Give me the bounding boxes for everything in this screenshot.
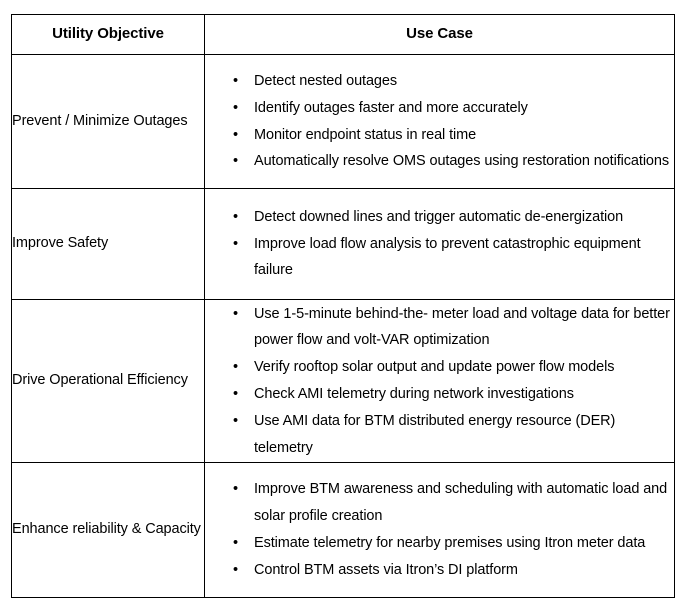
use-case-item: • Detect downed lines and trigger automat…	[205, 204, 674, 231]
objective-cell: Enhance reliability & Capacity	[11, 462, 205, 598]
bullet-icon: •	[233, 153, 238, 170]
bullet-icon: •	[233, 99, 238, 116]
use-case-item: • Use AMI data for BTM distributed energy…	[205, 408, 674, 462]
use-case-text: Improve load flow analysis to prevent ca…	[254, 235, 641, 279]
use-case-item: • Improve BTM awareness and scheduling wi…	[205, 476, 674, 530]
objective-label: Improve Safety	[12, 235, 109, 252]
use-case-text: Use AMI data for BTM distributed energy …	[254, 412, 616, 456]
use-case-item: • Automatically resolve OMS outages using…	[205, 148, 674, 175]
use-case-item: • Check AMI telemetry during network inve…	[205, 381, 674, 408]
use-case-item: • Identify outages faster and more accura…	[205, 95, 674, 122]
table-row: Enhance reliability & Capacity • Improve B…	[11, 462, 675, 598]
objective-label: Enhance reliability & Capacity	[12, 521, 201, 538]
column-header-utility-objective: Utility Objective	[11, 14, 205, 55]
table-row: Improve Safety • Detect downed lines and t…	[11, 188, 675, 300]
use-case-cell: • Detect downed lines and trigger automat…	[204, 188, 675, 300]
bullet-icon: •	[233, 208, 238, 225]
bullet-icon: •	[233, 561, 238, 578]
use-case-text: Monitor endpoint status in real time	[254, 126, 477, 143]
use-case-cell: • Detect nested outages • Identify outages …	[204, 54, 675, 189]
use-case-text: Detect downed lines and trigger automati…	[254, 208, 624, 225]
bullet-icon: •	[233, 386, 238, 402]
use-case-item: • Detect nested outages	[205, 68, 674, 95]
use-case-item: • Improve load flow analysis to prevent c…	[205, 231, 674, 285]
use-case-list: • Improve BTM awareness and scheduling wi…	[205, 476, 674, 583]
table-body: Prevent / Minimize Outages • Detect nested…	[11, 54, 675, 598]
objective-label: Prevent / Minimize Outages	[12, 112, 188, 129]
use-case-item: • Control BTM assets via Itron’s DI platf…	[205, 557, 674, 584]
use-case-text: Verify rooftop solar output and update p…	[254, 359, 615, 376]
use-case-text: Improve BTM awareness and scheduling wit…	[254, 481, 668, 525]
use-case-text: Detect nested outages	[254, 72, 397, 89]
use-case-list: • Detect nested outages • Identify outages …	[205, 68, 674, 175]
use-case-text: Estimate telemetry for nearby premises u…	[254, 535, 646, 551]
table-header-row: Utility Objective Use Case	[11, 14, 675, 55]
use-case-item: • Estimate telemetry for nearby premises …	[205, 530, 674, 557]
objective-label: Drive Operational Efficiency	[12, 372, 188, 389]
use-case-cell: • Improve BTM awareness and scheduling wi…	[204, 462, 675, 598]
use-case-list: • Detect downed lines and trigger automat…	[205, 204, 674, 284]
bullet-icon: •	[233, 305, 238, 322]
bullet-icon: •	[233, 72, 238, 89]
use-case-item: • Monitor endpoint status in real time	[205, 122, 674, 149]
utility-objectives-table: Utility Objective Use Case Prevent / Min…	[11, 14, 675, 598]
use-case-cell: • Use 1-5-minute behind-the- meter load a…	[204, 299, 675, 463]
table-row: Prevent / Minimize Outages • Detect nested…	[11, 54, 675, 189]
use-case-text: Use 1-5-minute behind-the- meter load an…	[254, 305, 670, 349]
bullet-icon: •	[233, 126, 238, 143]
use-case-text: Control BTM assets via Itron’s DI platfo…	[254, 561, 518, 578]
column-header-use-case: Use Case	[204, 14, 675, 55]
use-case-list: • Use 1-5-minute behind-the- meter load a…	[205, 301, 674, 462]
bullet-icon: •	[233, 412, 238, 429]
bullet-icon: •	[233, 535, 238, 551]
objective-cell: Prevent / Minimize Outages	[11, 54, 205, 189]
bullet-icon: •	[233, 481, 238, 498]
use-case-text: Check AMI telemetry during network inves…	[254, 386, 574, 402]
use-case-item: • Verify rooftop solar output and update …	[205, 354, 674, 381]
objective-cell: Drive Operational Efficiency	[11, 299, 205, 463]
objective-cell: Improve Safety	[11, 188, 205, 300]
bullet-icon: •	[233, 359, 238, 376]
use-case-text: Identify outages faster and more accurat…	[254, 99, 528, 116]
bullet-icon: •	[233, 235, 238, 252]
table-row: Drive Operational Efficiency • Use 1-5-min…	[11, 299, 675, 463]
use-case-item: • Use 1-5-minute behind-the- meter load a…	[205, 301, 674, 355]
use-case-text: Automatically resolve OMS outages using …	[254, 153, 670, 170]
